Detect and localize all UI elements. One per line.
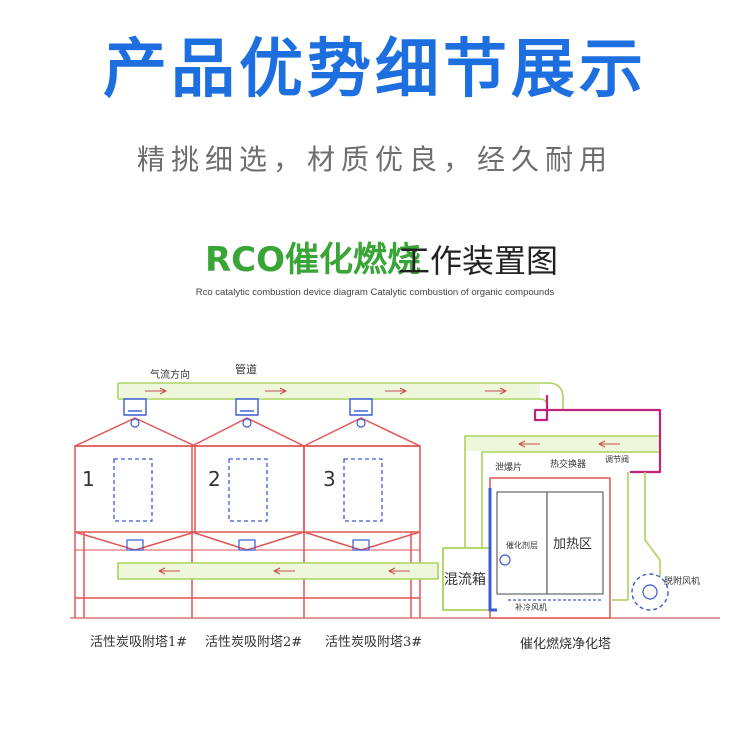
diagram-title-secondary: 工作装置图 [398,242,559,280]
mixing-box [442,547,492,611]
label-mixing-box: 混流箱 [444,572,486,588]
tagline: 精挑细选，材质优良，经久耐用 [136,143,613,176]
label-desorption-fan: 脱附风机 [664,575,700,587]
combustion-caption: 催化燃烧净化塔 [520,636,611,652]
diagram-subtitle: Rco catalytic combustion device diagram … [195,287,555,298]
adsorption-towers [74,417,421,618]
tower-number-2: 2 [208,467,221,491]
bottom-pipe [117,562,439,580]
label-pipe: 管道 [235,362,257,376]
label-airflow: 气流方向 [150,368,190,381]
tower-caption-3: 活性炭吸附塔3# [325,635,422,650]
label-heating-zone: 加热区 [553,537,592,552]
label-heat-exchanger: 热交换器 [550,458,586,470]
diagram-title-main: RCO催化燃烧 [205,240,422,280]
headline: 产品优势细节展示 [103,32,647,107]
combustion-unit [488,477,611,619]
label-catalyst-layer: 催化剂层 [506,540,538,550]
tower-connectors [123,398,373,416]
tower-number-1: 1 [82,467,95,491]
label-cooling-fan: 补冷风机 [515,602,547,612]
tower-number-3: 3 [323,467,336,491]
magenta-duct [533,394,662,474]
label-rupture-disc: 泄爆片 [495,461,522,473]
return-pipe [464,435,660,548]
tower-caption-1: 活性炭吸附塔1# [90,635,187,650]
tower-fittings [126,418,370,551]
exhaust-pipe-and-fan [612,472,669,611]
label-damper: 调节阀 [605,455,629,464]
tower-caption-2: 活性炭吸附塔2# [205,635,302,650]
top-pipe [117,382,564,410]
tower-doors [113,458,383,522]
